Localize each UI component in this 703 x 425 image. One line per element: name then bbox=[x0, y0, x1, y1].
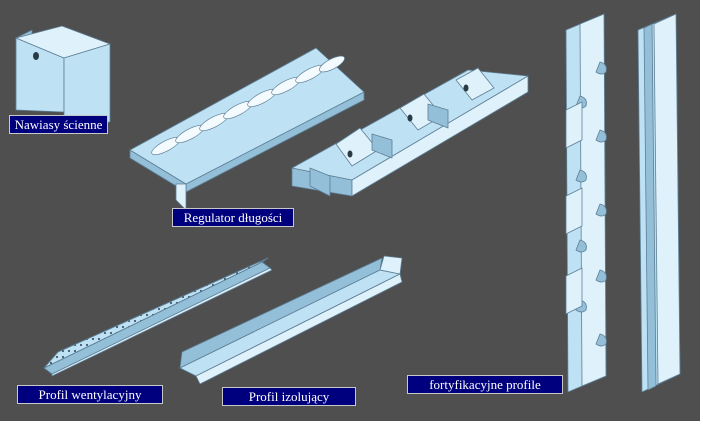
profile-notches bbox=[575, 61, 607, 347]
label-vent-profile: Profil wentylacyjny bbox=[17, 385, 163, 404]
label-wall-brackets: Nawiasy ścienne bbox=[9, 115, 108, 134]
folded-channel-part bbox=[291, 67, 529, 197]
label-fortification-profiles: fortyfikacyjne profile bbox=[407, 375, 563, 394]
wall-bracket-part bbox=[15, 25, 111, 125]
perforated-angle-part bbox=[43, 257, 273, 377]
label-length-regulator: Regulator długości bbox=[172, 208, 294, 227]
slotted-rail-part bbox=[129, 47, 365, 211]
profile-tabs bbox=[565, 101, 583, 315]
rail-slots bbox=[151, 55, 345, 156]
plain-fortification-profile bbox=[637, 13, 681, 393]
notched-fortification-profile bbox=[565, 13, 607, 393]
label-insulating-profile: Profil izolujący bbox=[222, 387, 356, 406]
bracket-hole bbox=[33, 52, 39, 60]
insulating-channel-part bbox=[179, 255, 403, 385]
